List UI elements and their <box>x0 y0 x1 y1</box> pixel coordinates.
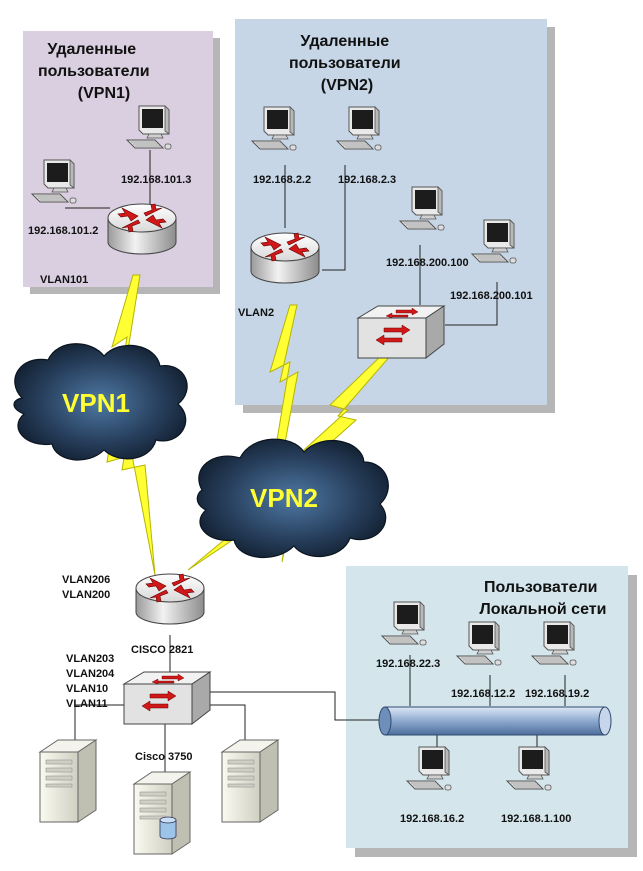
database-icon <box>159 816 177 840</box>
vpn2-switch-icon <box>357 305 445 359</box>
core-router-vlan-2: VLAN200 <box>62 589 110 601</box>
vpn2-label: VPN2 <box>250 483 318 513</box>
region-lan-title: Пользователи Локальной сети <box>480 579 607 618</box>
vpn1-pc-left-label: 192.168.101.2 <box>28 225 98 237</box>
vpn2-pc-b-label: 192.168.2.3 <box>338 174 396 186</box>
lan-pc5-label: 192.168.1.100 <box>501 813 571 825</box>
vpn2-pc-a-label: 192.168.2.2 <box>253 174 311 186</box>
vpn1-lightning <box>106 274 156 576</box>
core-router-name: CISCO 2821 <box>131 644 193 656</box>
lan-pc2-label: 192.168.12.2 <box>451 688 515 700</box>
core-switch-vlan-4: VLAN11 <box>66 698 108 710</box>
core-router-icon <box>135 573 205 625</box>
lan-pc1-label: 192.168.22.3 <box>376 658 440 670</box>
vpn1-label: VPN1 <box>62 388 130 418</box>
vpn1-router-icon <box>107 203 177 255</box>
vpn1-vlan-label: VLAN101 <box>40 274 88 286</box>
lan-pc4-label: 192.168.16.2 <box>400 813 464 825</box>
core-switch-name: Cisco 3750 <box>135 751 192 763</box>
region-vpn2-title: Удаленные пользователи (VPN2) <box>289 33 405 94</box>
server-middle-icon <box>133 771 191 855</box>
lan-bus <box>378 706 612 736</box>
vpn1-cloud: VPN1 <box>13 343 188 461</box>
core-switch-vlan-1: VLAN203 <box>66 653 114 665</box>
vpn1-pc-top-label: 192.168.101.3 <box>121 174 191 186</box>
vpn2-pc-c-label: 192.168.200.100 <box>386 257 469 269</box>
core-switch-vlan-3: VLAN10 <box>66 683 108 695</box>
region-vpn1-title: Удаленные пользователи (VPN1) <box>38 41 154 102</box>
core-switch-icon <box>123 671 211 725</box>
vpn2-vlan-label: VLAN2 <box>238 307 274 319</box>
core-router-vlan-1: VLAN206 <box>62 574 110 586</box>
core-switch-vlan-2: VLAN204 <box>66 668 115 680</box>
connection-lines <box>65 150 566 775</box>
vpn2-router-icon <box>250 232 320 284</box>
lan-pc3-label: 192.168.19.2 <box>525 688 589 700</box>
region-vpn1 <box>23 31 220 294</box>
vpn2-cloud: VPN2 <box>196 438 389 559</box>
server-left-icon <box>39 739 97 823</box>
server-right-icon <box>221 739 279 823</box>
vpn2-pc-d-label: 192.168.200.101 <box>450 290 533 302</box>
